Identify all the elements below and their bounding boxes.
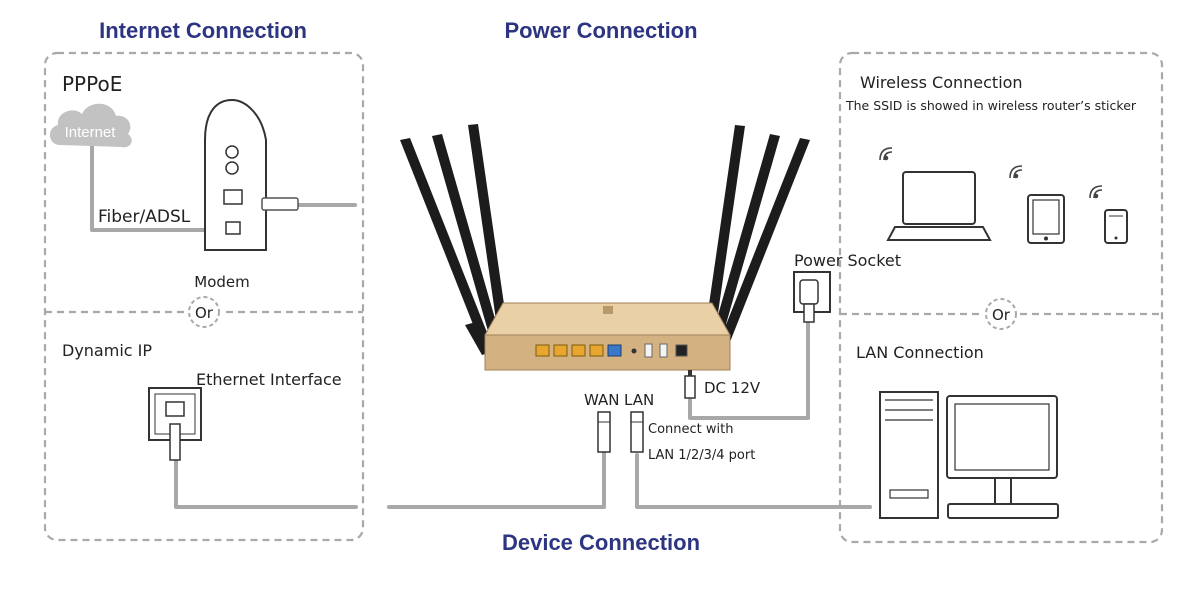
connect-with-label: Connect with: [648, 422, 733, 437]
power-connection-heading: Power Connection: [504, 18, 697, 43]
wifi-icon-laptop: [879, 147, 893, 161]
lan-label: LAN: [624, 391, 654, 409]
internet-cloud-label: Internet: [65, 124, 117, 141]
device-connection-heading: Device Connection: [502, 530, 700, 555]
modem-cable-plug: [261, 197, 299, 211]
tablet-icon: [1027, 194, 1065, 244]
wan-port: [607, 344, 622, 357]
fiber-adsl-cable: [90, 143, 232, 232]
wan-plug-icon: [597, 411, 611, 453]
cables: [90, 143, 872, 509]
internet-panel: Or: [43, 51, 365, 542]
reset-button: [631, 348, 637, 354]
or-badge-left: [188, 296, 220, 328]
pppoe-label: PPPoE: [62, 72, 122, 96]
modem-label: Modem: [194, 273, 249, 291]
wifi-signal-icons: [879, 147, 1103, 199]
router-image: [400, 124, 810, 371]
wall-jack-plug: [169, 423, 181, 461]
dynamic-ip-label: Dynamic IP: [62, 341, 152, 360]
ssid-note-label: The SSID is showed in wireless router’s …: [845, 98, 1137, 113]
dc-12v-label: DC 12V: [704, 379, 761, 397]
lan-plug-icon: [630, 411, 644, 453]
lan-port-4: [589, 344, 604, 357]
power-adapter-plug: [803, 303, 815, 323]
usb-port-2: [659, 343, 668, 358]
or-badge-right: [985, 298, 1017, 330]
modem-icon: [204, 98, 299, 251]
lan-connection-label: LAN Connection: [856, 343, 984, 362]
ethernet-interface-cable: [174, 458, 358, 509]
wireless-connection-label: Wireless Connection: [860, 73, 1023, 92]
lan-port-2: [553, 344, 568, 357]
wireless-panel: Or: [838, 51, 1164, 544]
power-socket-label: Power Socket: [794, 251, 901, 270]
or-label-left: Or: [195, 304, 214, 322]
router-led: [603, 306, 613, 314]
lan-cable: [635, 453, 872, 509]
fiber-adsl-label: Fiber/ADSL: [98, 207, 191, 227]
laptop-icon: [886, 171, 992, 241]
wireless-panel-border: [838, 51, 1164, 544]
lan-port-3: [571, 344, 586, 357]
wan-cable: [387, 448, 606, 509]
internet-connection-heading: Internet Connection: [99, 18, 307, 43]
lan-ports-label: LAN 1/2/3/4 port: [648, 448, 755, 463]
or-label-right: Or: [992, 306, 1011, 324]
ethernet-interface-label: Ethernet Interface: [196, 370, 342, 389]
usb-port-1: [644, 343, 653, 358]
wan-label: WAN: [584, 391, 620, 409]
ethernet-wall-jack-icon: [148, 387, 202, 461]
desktop-tower-icon: [879, 391, 939, 519]
router-antennas-left: [400, 124, 508, 355]
lan-port-1: [535, 344, 550, 357]
dc-power-port: [675, 344, 688, 357]
internet-cloud-icon: Internet: [49, 103, 132, 148]
wifi-icon-phone: [1089, 185, 1103, 199]
power-cable: [688, 318, 810, 420]
router-ports: [535, 343, 688, 358]
power-socket-icon: [793, 271, 831, 323]
phone-icon: [1104, 209, 1128, 244]
internet-panel-border: [43, 51, 365, 542]
monitor-icon: [946, 395, 1059, 519]
dc-plug-icon: [684, 370, 696, 399]
wifi-icon-tablet: [1009, 165, 1023, 179]
